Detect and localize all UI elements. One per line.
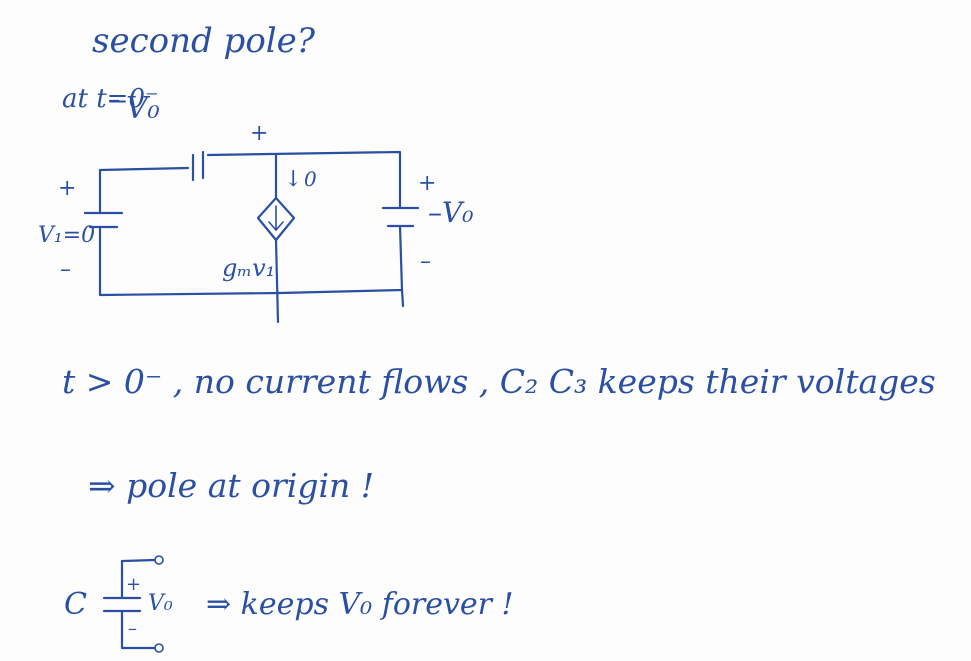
cap-symbol-voltage: V₀: [148, 591, 173, 616]
cap-top-voltage: V₀: [126, 91, 160, 126]
wire-right-stub: [400, 288, 405, 308]
cap-symbol-lead-top: [120, 558, 157, 599]
wire-middle-bottom: [274, 238, 280, 324]
left-source-label: V₁=0: [38, 223, 95, 248]
right-source-voltage: –V₀: [428, 196, 473, 229]
wire-bottom-right: [278, 224, 404, 295]
notes-title: second pole?: [92, 21, 316, 61]
wire-top-right: [206, 150, 402, 210]
capacitor-label: C: [64, 587, 87, 622]
capacitor-symbol: C + V₀ –: [64, 555, 173, 653]
current-value: 0: [304, 167, 317, 191]
cap-symbol-terminal-bottom: [154, 643, 164, 653]
right-source-plus: +: [418, 171, 436, 196]
left-source-plus: +: [58, 176, 76, 201]
cap-symbol-terminal-top: [154, 555, 164, 565]
wire-top-left: [98, 166, 190, 215]
cap-symbol-minus: –: [128, 618, 137, 639]
wire-bottom-left: [98, 225, 282, 297]
cap-top-minus: –: [108, 85, 120, 113]
current-arrow-icon: ↓: [284, 167, 302, 192]
note-pole-origin: ⇒ pole at origin !: [88, 466, 374, 505]
condition-label: at t=0⁻: [62, 84, 159, 114]
note-keeps-forever: ⇒ keeps V₀ forever !: [206, 587, 514, 622]
note-no-current: t > 0⁻ , no current flows , C₂ C₃ keeps …: [62, 362, 936, 401]
left-source-minus: –: [60, 257, 71, 282]
right-source-minus: –: [420, 249, 431, 274]
circuit-diagram: – V₀ + + V₁=0 – ↓ 0 gₘv₁ + –V₀ –: [38, 85, 473, 324]
cap-symbol-lead-bottom: [120, 610, 157, 650]
dependent-source-label: gₘv₁: [222, 254, 275, 282]
cap-top-plus: +: [250, 121, 268, 146]
dependent-source-arrow-icon: [268, 205, 284, 232]
cap-symbol-plus: +: [126, 574, 141, 595]
